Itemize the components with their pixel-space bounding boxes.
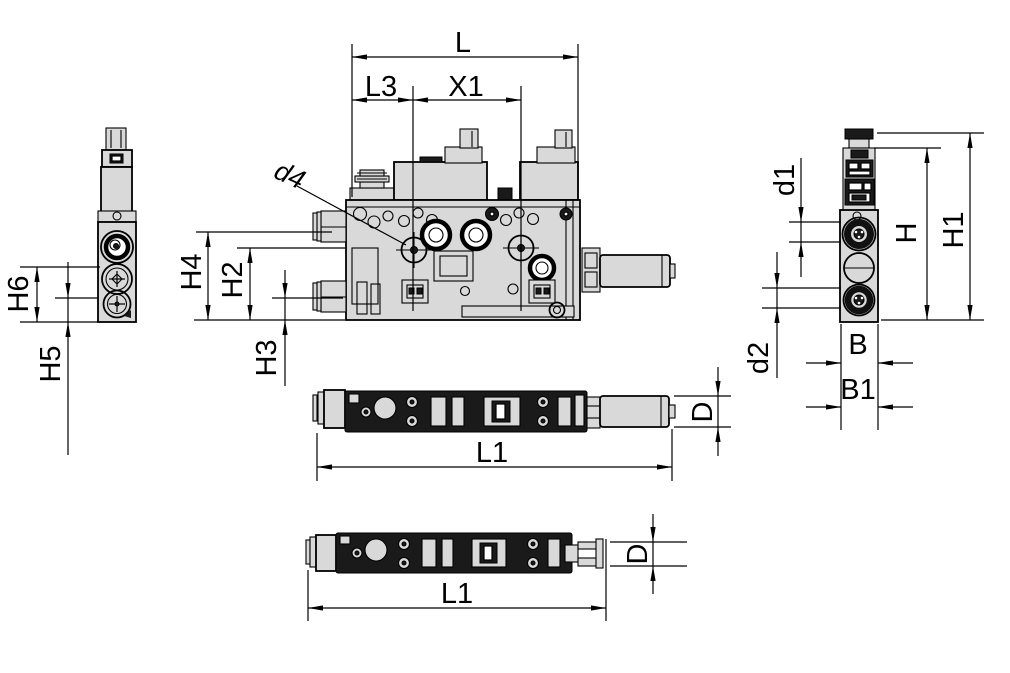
dim-label-H4: H4: [176, 253, 208, 290]
dim-label-H2: H2: [217, 261, 249, 298]
dim-label-H1: H1: [938, 211, 970, 248]
dim-label-d1: d1: [769, 164, 801, 196]
dim-label-X1: X1: [448, 71, 483, 103]
dim-label-H6: H6: [3, 275, 35, 312]
dim-D-bottom: D: [610, 514, 687, 594]
dim-d2: d2: [743, 252, 841, 378]
underside-view: [305, 532, 604, 574]
dim-H4: H4: [176, 231, 345, 321]
adjustment-knob: [100, 230, 134, 264]
dim-H1: H1: [877, 132, 984, 321]
dim-label-D-middle: D: [687, 402, 719, 423]
dim-B: B: [806, 324, 913, 430]
silencer-front: [581, 247, 676, 293]
dim-H6: H6: [3, 266, 100, 323]
dim-label-H3: H3: [251, 339, 283, 376]
port-circle-middle: [843, 252, 875, 284]
dim-B1: B1: [806, 374, 913, 410]
dim-L3: L3: [352, 71, 522, 311]
dim-label-L3: L3: [365, 71, 397, 103]
dim-label-L1-bottom: L1: [441, 578, 473, 610]
dim-label-d2: d2: [743, 342, 775, 374]
port-screw-left: [396, 232, 432, 268]
solenoid-connector-right: [528, 279, 556, 304]
ejector-body: [345, 199, 581, 321]
dim-H3: H3: [251, 270, 343, 386]
dim-L1-bottom: L1: [307, 539, 607, 621]
dim-H: H: [874, 147, 941, 320]
push-in-fitting-lower: [312, 280, 347, 313]
side-view-silencer: [312, 389, 676, 433]
left-side-view: [97, 127, 137, 323]
port-cross-middle: [101, 263, 133, 295]
solenoid-connector-left: [401, 279, 429, 304]
dim-X1: X1: [413, 71, 521, 103]
dim-L: L: [351, 27, 579, 197]
dim-H5: H5: [35, 262, 71, 455]
dim-label-B1: B1: [840, 374, 875, 406]
dim-H2: H2: [217, 247, 345, 320]
silencer-side: [599, 395, 676, 428]
right-side-view: [839, 128, 879, 323]
port-ring-bottom: [842, 283, 876, 317]
dim-label-B: B: [848, 329, 867, 361]
push-in-fitting-upper: [312, 210, 347, 243]
valve-block-a: [393, 128, 488, 201]
dim-label-H5: H5: [35, 345, 67, 382]
port-cross-bottom: [102, 289, 132, 319]
dim-L1-middle: L1: [316, 429, 673, 481]
mounting-prongs: [577, 538, 604, 569]
dim-label-H: H: [891, 223, 923, 244]
dim-label-D-bottom: D: [622, 544, 654, 565]
dim-label-L: L: [455, 27, 471, 59]
dim-d1: d1: [769, 158, 841, 277]
dim-D-middle: D: [674, 367, 731, 456]
dim-label-L1-middle: L1: [476, 437, 508, 469]
port-ring-top: [841, 216, 877, 252]
front-view: [312, 128, 676, 321]
